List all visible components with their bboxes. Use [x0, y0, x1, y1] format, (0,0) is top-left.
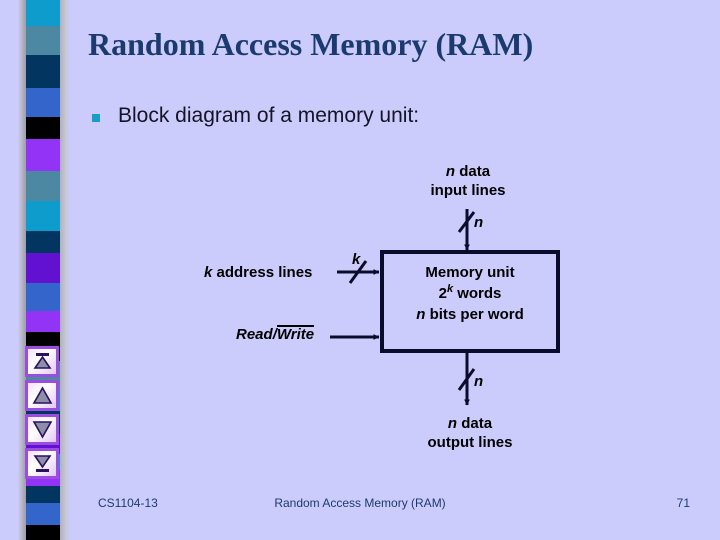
- last-slide-button[interactable]: [25, 448, 59, 479]
- triangle-down-icon: [32, 419, 53, 440]
- memory-unit-box-text: Memory unit 2k words n bits per word: [384, 262, 556, 325]
- bullet-item: Block diagram of a memory unit:: [92, 104, 419, 128]
- memory-unit-title: Memory unit: [425, 264, 515, 281]
- sidebar-right-shadow: [60, 0, 70, 540]
- address-bus-width-label: k: [352, 251, 361, 268]
- data-output-lines-label: n data output lines: [400, 414, 540, 452]
- memory-unit-box: Memory unit 2k words n bits per word: [380, 250, 560, 353]
- input-data-word: data: [455, 163, 491, 180]
- memory-unit-bits: n bits per word: [384, 304, 556, 325]
- sidebar-color-band: [25, 486, 63, 503]
- output-bus-width-label: n: [474, 373, 484, 390]
- memory-unit-words: 2k words: [384, 283, 556, 304]
- sidebar-color-band: [25, 231, 63, 253]
- sidebar-color-band: [25, 117, 63, 139]
- sidebar-color-band: [25, 253, 63, 283]
- output-n-symbol: n: [447, 415, 458, 432]
- address-lines-label: k address lines: [204, 263, 312, 282]
- sidebar-color-band: [25, 88, 63, 117]
- sidebar-color-band: [25, 55, 63, 88]
- square-bullet-icon: [92, 114, 100, 122]
- footer-subject: Random Access Memory (RAM): [274, 496, 446, 510]
- sidebar-color-band: [25, 311, 63, 332]
- triangle-up-bar-icon: [32, 351, 53, 372]
- sidebar-color-band: [25, 139, 63, 171]
- output-bus-slash: [457, 368, 476, 391]
- input-bus-slash: [457, 211, 476, 233]
- previous-slide-button[interactable]: [25, 380, 59, 411]
- next-slide-button[interactable]: [25, 414, 59, 445]
- page-title: Random Access Memory (RAM): [88, 26, 534, 62]
- sidebar-color-band: [25, 503, 63, 525]
- words-word: words: [453, 285, 502, 302]
- address-lines-word: address lines: [212, 264, 313, 281]
- sidebar-color-band: [25, 26, 63, 55]
- output-lines-word: output lines: [427, 434, 513, 451]
- slide-footer: CS1104-13 Random Access Memory (RAM) 71: [0, 496, 720, 512]
- footer-page-number: 71: [676, 496, 690, 510]
- sidebar-color-band: [25, 201, 63, 231]
- write-word-overlined: Write: [276, 325, 315, 343]
- read-write-slash: /: [272, 326, 277, 343]
- input-n-symbol: n: [445, 163, 456, 180]
- sidebar-left-shadow: [18, 0, 26, 540]
- address-bus-slash: [348, 260, 368, 284]
- data-input-lines-label: n data input lines: [398, 162, 538, 200]
- sidebar-color-band: [25, 171, 63, 201]
- sidebar-color-band: [25, 525, 63, 540]
- decorative-sidebar: [0, 0, 76, 540]
- input-lines-word: input lines: [430, 182, 506, 199]
- sidebar-color-band: [25, 0, 63, 26]
- triangle-down-bar-icon: [32, 453, 53, 474]
- first-slide-button[interactable]: [25, 346, 59, 377]
- footer-course-code: CS1104-13: [98, 496, 158, 510]
- sidebar-color-band: [25, 283, 63, 311]
- bullet-item-label: Block diagram of a memory unit:: [118, 104, 420, 127]
- bits-n-symbol: n: [416, 306, 426, 323]
- input-bus-width-label: n: [474, 214, 484, 231]
- words-base: 2: [438, 285, 447, 302]
- bits-per-word-text: bits per word: [425, 306, 524, 323]
- output-data-word: data: [457, 415, 493, 432]
- read-word: Read: [236, 326, 273, 343]
- read-write-control-label: Read/Write: [236, 325, 315, 344]
- words-exponent: k: [446, 283, 454, 295]
- triangle-up-icon: [32, 385, 53, 406]
- address-k-symbol: k: [204, 264, 213, 281]
